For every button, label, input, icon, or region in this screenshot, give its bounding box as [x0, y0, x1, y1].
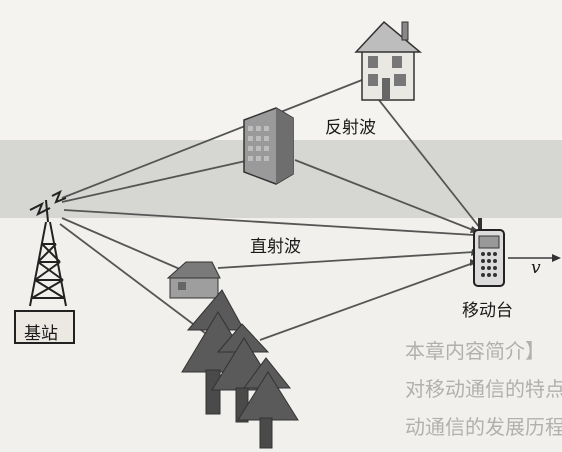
bleed-line-1: 本章内容简介】	[405, 339, 545, 363]
mobile-phone-icon	[473, 218, 505, 287]
reflected-wave-label: 反射波	[325, 118, 376, 138]
house-icon	[354, 20, 423, 101]
small-house-icon	[166, 261, 221, 299]
bleed-line-3: 动通信的发展历程	[405, 415, 562, 439]
velocity-arrowhead	[552, 254, 561, 262]
path-house-to-mobile	[374, 94, 481, 229]
bleed-line-2: 对移动通信的特点	[405, 377, 562, 401]
path-trees-to-mobile	[259, 261, 477, 341]
office-building-icon	[243, 107, 294, 185]
velocity-label: v	[531, 258, 541, 278]
mobile-station-label: 移动台	[462, 301, 513, 321]
path-to-small-house	[61, 217, 183, 271]
base-station-label: 基站	[24, 324, 58, 344]
path-to-building	[61, 159, 251, 203]
direct-wave-label: 直射波	[250, 237, 301, 257]
signal-spark-icon	[29, 189, 67, 223]
antenna-tower-icon	[29, 221, 67, 307]
base-station-box	[14, 310, 75, 344]
path-to-house	[61, 79, 363, 199]
path-small-house-to-mobile	[217, 251, 475, 269]
bleed-through-text: 本章内容简介】 对移动通信的特点 动通信的发展历程	[405, 332, 562, 452]
tree-icon	[181, 289, 299, 449]
path-direct	[63, 209, 475, 236]
path-building-to-mobile	[294, 159, 479, 233]
